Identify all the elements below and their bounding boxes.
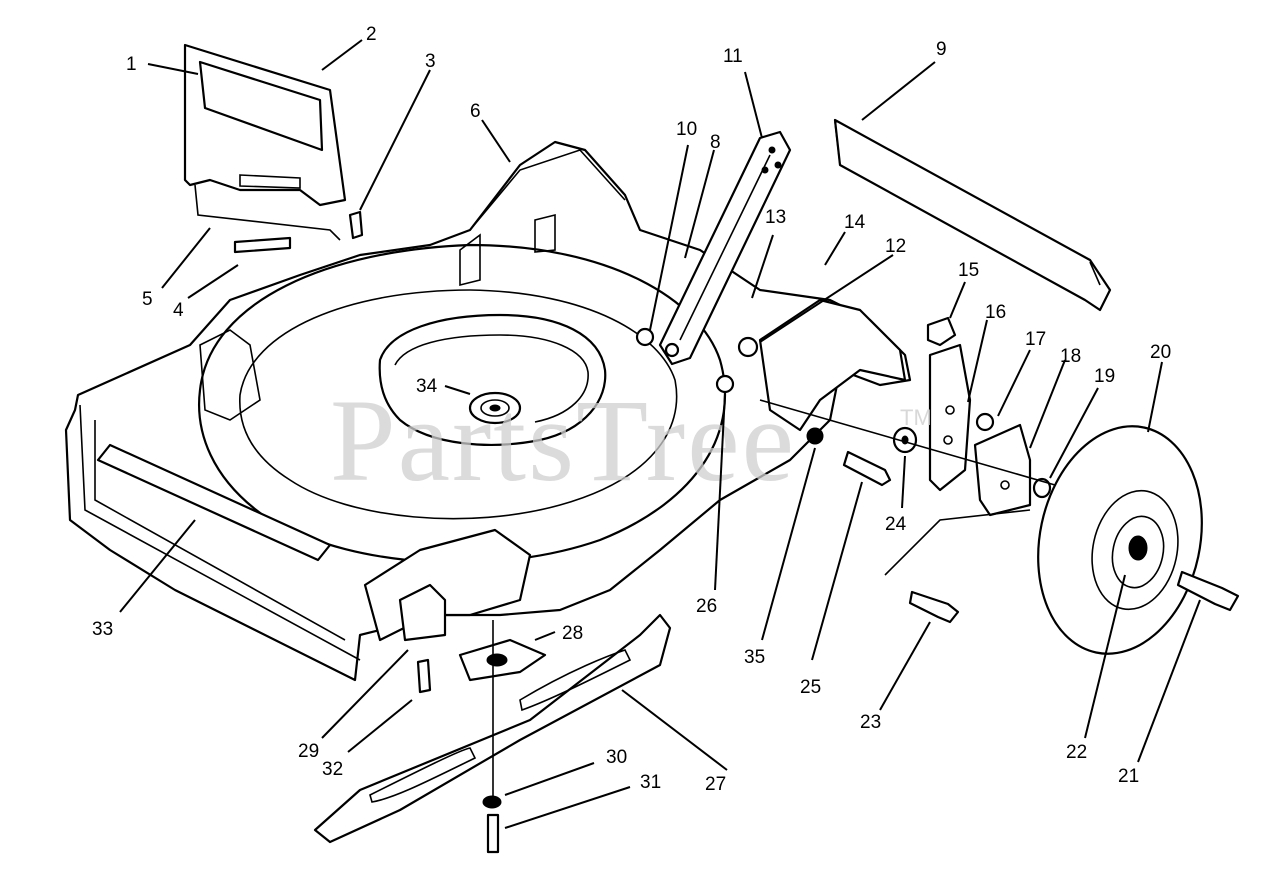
callout-30: 30 [606,747,627,768]
callout-29: 29 [298,741,319,762]
callout-25: 25 [800,677,821,698]
callout-20: 20 [1150,342,1171,363]
callout-15: 15 [958,260,979,281]
callout-33: 33 [92,619,113,640]
callout-31: 31 [640,772,661,793]
callout-13: 13 [765,207,786,228]
callout-21: 21 [1118,766,1139,787]
callout-34: 34 [416,376,438,397]
callout-5: 5 [142,289,153,310]
callout-1: 1 [126,54,137,75]
watermark: PartsTree [330,375,796,506]
callout-16: 16 [985,302,1006,323]
callout-11: 11 [723,46,743,67]
watermark-trademark: TM [900,405,932,430]
callout-22: 22 [1066,742,1087,763]
rear-baffle [833,118,1112,312]
callout-24: 24 [885,514,907,535]
adjust-lever [658,130,792,366]
blade-assembly [313,613,672,854]
callout-32: 32 [322,759,343,780]
leader-lines [119,39,1201,829]
callout-6: 6 [470,101,481,122]
callout-23: 23 [860,712,881,733]
callout-17: 17 [1025,329,1046,350]
hardware [348,210,1240,624]
callout-35: 35 [744,647,765,668]
callout-4: 4 [173,300,184,321]
callout-18: 18 [1060,346,1081,367]
callout-26: 26 [696,596,717,617]
callout-3: 3 [425,51,436,72]
callout-2: 2 [366,24,377,45]
callout-9: 9 [936,39,947,60]
callout-19: 19 [1094,366,1115,387]
callout-14: 14 [844,212,866,233]
callout-27: 27 [705,774,726,795]
rear-shield [183,43,347,254]
callout-12: 12 [885,236,906,257]
callout-labels: 1 2 3 4 5 6 8 9 10 11 12 13 14 15 16 17 … [92,24,1171,795]
callout-28: 28 [562,623,583,644]
callout-10: 10 [676,119,697,140]
callout-8: 8 [710,132,721,153]
rear-wheel [1037,425,1203,655]
